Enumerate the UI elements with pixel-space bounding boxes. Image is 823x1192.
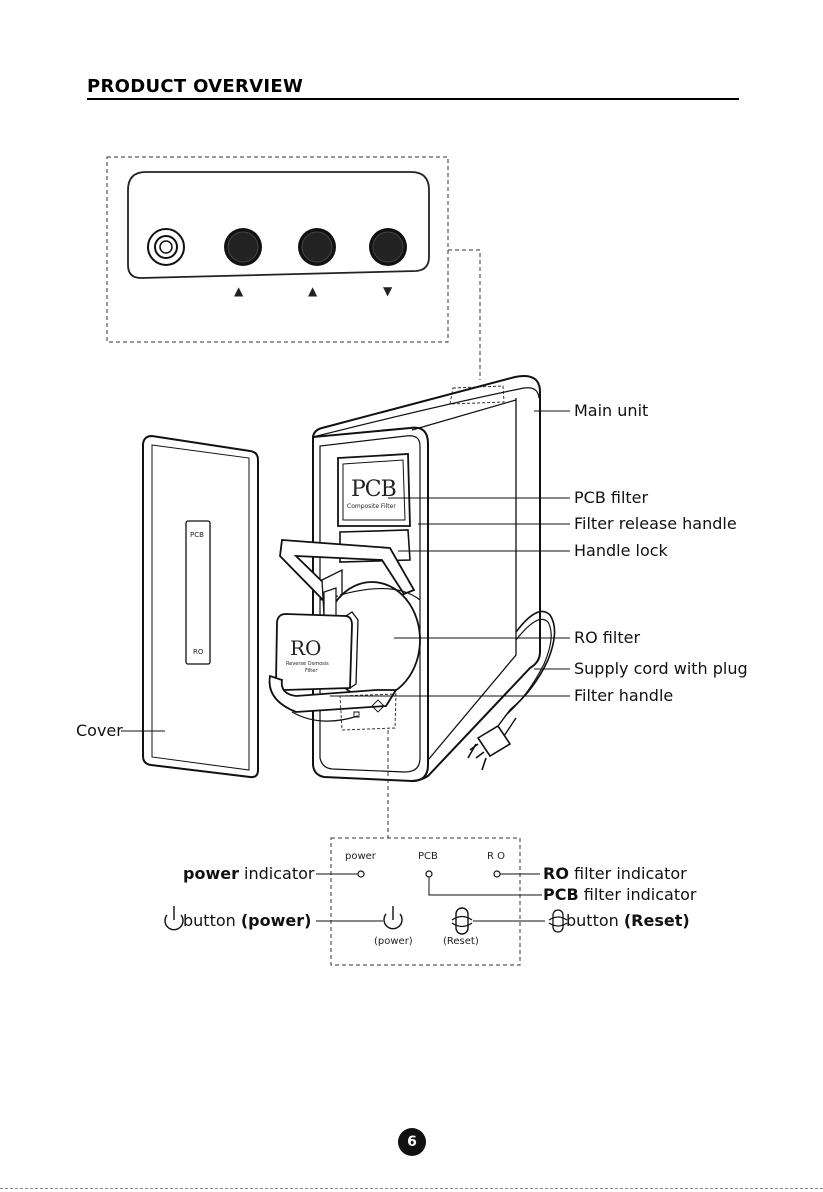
power-icon xyxy=(383,906,403,930)
label-power-indicator: power indicator xyxy=(183,864,315,883)
panel-ro-text: R O xyxy=(487,851,505,862)
bottom-crop-line xyxy=(0,1188,823,1189)
port-connector-icon xyxy=(298,228,336,266)
label-cover: Cover xyxy=(76,721,123,740)
main-unit-body xyxy=(268,375,541,783)
panel-power-text: power xyxy=(345,851,376,862)
ports-detail-box xyxy=(106,156,449,343)
label-ro-filter: RO filter xyxy=(574,628,641,647)
panel-reset-button-text: (Reset) xyxy=(443,936,479,947)
label-reset-button: button (Reset) xyxy=(566,911,690,930)
label-filter-release-handle: Filter release handle xyxy=(574,514,737,533)
title-underline xyxy=(87,98,739,100)
page-title: PRODUCT OVERVIEW xyxy=(87,76,304,97)
water-inlet-port-icon xyxy=(147,228,185,266)
label-pcb-filter: PCB filter xyxy=(574,488,649,507)
callout-lines xyxy=(121,410,570,732)
port-connector-icon xyxy=(369,228,407,266)
label-supply-cord: Supply cord with plug xyxy=(574,659,748,678)
label-filter-handle: Filter handle xyxy=(574,686,674,705)
label-power-button: button (power) xyxy=(183,911,312,930)
port-arrow-up: ▲ xyxy=(234,284,244,298)
cover-pcb-label: PCB xyxy=(190,531,204,539)
port-connector-icon xyxy=(224,228,262,266)
port-arrow-down: ▼ xyxy=(383,284,393,298)
panel-pcb-text: PCB xyxy=(418,851,438,862)
pcb-filter-logo: PCB xyxy=(351,477,397,502)
ro-filter-logo: RO xyxy=(290,636,322,660)
ports-callout-line xyxy=(448,249,481,380)
page-number: 6 xyxy=(398,1128,426,1156)
panel-power-button-text: (power) xyxy=(374,936,413,947)
pcb-indicator-led xyxy=(425,870,433,878)
port-arrow-up: ▲ xyxy=(308,284,318,298)
reset-icon xyxy=(451,907,473,935)
power-indicator-led xyxy=(357,870,365,878)
ports-location-marker xyxy=(449,385,505,405)
label-main-unit: Main unit xyxy=(574,401,649,420)
label-pcb-indicator: PCB filter indicator xyxy=(543,885,697,904)
ro-indicator-led xyxy=(493,870,501,878)
pcb-filter-sublabel: Composite Filter xyxy=(347,503,396,510)
ro-filter-sublabel: Filter xyxy=(305,668,318,674)
control-panel-box xyxy=(316,837,545,966)
ro-filter-sublabel: Reverse Osmosis xyxy=(286,661,329,667)
cover-ro-label: RO xyxy=(193,648,204,656)
reset-icon xyxy=(548,909,568,933)
cover-panel xyxy=(142,434,259,779)
supply-cord-with-plug xyxy=(467,610,556,771)
label-ro-indicator: RO filter indicator xyxy=(543,864,687,883)
power-icon xyxy=(164,906,184,931)
label-handle-lock: Handle lock xyxy=(574,541,668,560)
